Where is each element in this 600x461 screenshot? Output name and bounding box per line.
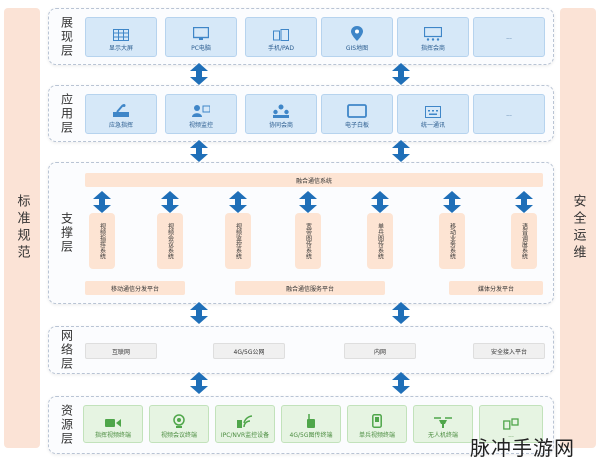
support-system-label: 视频指挥系统: [98, 223, 106, 259]
presentation-layer: 展现层 显示大屏 PC电脑 手机/PAD GIS地图 指挥会商 ...: [48, 8, 554, 65]
support-system: 宽带图传系统: [295, 213, 321, 269]
device-icon: [503, 418, 519, 430]
res-video-conf: 视频会议终端: [149, 405, 209, 443]
support-system-label: 宽带图传系统: [304, 223, 312, 259]
team-icon: [273, 104, 289, 118]
platform-mobile: 移动通信分发平台: [85, 281, 185, 295]
card-display-wall: 显示大屏: [85, 17, 157, 57]
card-collab: 协同会商: [245, 94, 317, 134]
map-pin-icon: [351, 26, 363, 41]
bidirectional-arrow: [190, 140, 208, 162]
card-emergency-command: 应急指挥: [85, 94, 157, 134]
support-system-label: 视频监控系统: [234, 223, 242, 259]
res-4g5g-terminal: 4G/5G图传终端: [281, 405, 341, 443]
application-layer: 应用层 应急指挥 视频监控 协同会商 电子白板 统一通讯 ...: [48, 85, 554, 142]
support-layer: 支撑层 融合通信系统 视频指挥系统 视频会议系统 视频监控系统 宽带图传系统 单兵图传系…: [48, 162, 554, 304]
mobile-tablet-icon: [273, 29, 289, 41]
double-arrow-icon: [93, 191, 111, 213]
resource-layer: 资源层 指挥视频终端 视频会议终端 IPC/NVR监控设备 4G/5G图传终端 …: [48, 396, 554, 454]
security-ops-label: 安全运维: [570, 194, 586, 262]
standards-label: 标准规范: [14, 194, 30, 262]
support-system: 移动业务系统: [439, 213, 465, 269]
monitor-icon: [193, 27, 209, 40]
watermark: 脉冲手游网: [470, 436, 575, 460]
double-arrow-icon: [229, 191, 247, 213]
surveillance-icon: [192, 105, 210, 117]
double-arrow-icon: [443, 191, 461, 213]
wireless-camera-icon: [237, 415, 253, 428]
card-unified-comm: 统一通讯: [397, 94, 469, 134]
bidirectional-arrow: [392, 372, 410, 394]
bidirectional-arrow: [190, 372, 208, 394]
res-ipc-nvr: IPC/NVR监控设备: [215, 405, 275, 443]
security-ops-band: 安全运维: [560, 8, 596, 448]
support-system: 视频指挥系统: [89, 213, 115, 269]
support-system: 视频会议系统: [157, 213, 183, 269]
double-arrow-icon: [515, 191, 533, 213]
whiteboard-icon: [347, 104, 367, 118]
video-camera-icon: [105, 419, 121, 427]
standards-band: 标准规范: [4, 8, 40, 448]
layer-title: 展现层: [59, 15, 74, 58]
res-command-video: 指挥视频终端: [83, 405, 143, 443]
net-4g5g: 4G/5G公网: [213, 343, 285, 359]
layer-title: 资源层: [59, 404, 74, 446]
support-system-label: 移动业务系统: [448, 223, 456, 259]
res-more: ...: [479, 405, 543, 443]
bidirectional-arrow: [392, 63, 410, 85]
layer-title: 应用层: [59, 92, 74, 135]
platform-fusion: 融合通信服务平台: [235, 281, 385, 295]
display-grid-icon: [113, 29, 129, 41]
layer-title: 支撑层: [59, 212, 74, 254]
network-layer: 网络层 互联网 4G/5G公网 内网 安全接入平台: [48, 326, 554, 374]
bidirectional-arrow: [392, 302, 410, 324]
support-system-label: 语音调度系统: [520, 223, 528, 259]
card-more: ...: [473, 17, 545, 57]
card-whiteboard: 电子白板: [321, 94, 393, 134]
card-mobile: 手机/PAD: [245, 17, 317, 57]
res-drone: 无人机终端: [413, 405, 473, 443]
support-system-label: 视频会议系统: [166, 223, 174, 259]
card-video-surveillance: 视频监控: [165, 94, 237, 134]
bidirectional-arrow: [392, 140, 410, 162]
platform-media: 媒体分发平台: [449, 281, 543, 295]
keyboard-icon: [425, 106, 441, 118]
double-arrow-icon: [299, 191, 317, 213]
webcam-icon: [173, 414, 185, 428]
layer-title: 网络层: [59, 329, 74, 371]
radio-icon: [307, 414, 315, 428]
command-screen-icon: [424, 27, 442, 41]
net-intranet: 内网: [344, 343, 416, 359]
double-arrow-icon: [161, 191, 179, 213]
support-system: 视频监控系统: [225, 213, 251, 269]
card-more: ...: [473, 94, 545, 134]
command-icon: [113, 104, 129, 117]
fusion-comm-bar: 融合通信系统: [85, 173, 543, 187]
support-system-label: 单兵图传系统: [376, 223, 384, 259]
net-secure-access: 安全接入平台: [473, 343, 545, 359]
card-pc: PC电脑: [165, 17, 237, 57]
bidirectional-arrow: [190, 63, 208, 85]
support-system: 语音调度系统: [511, 213, 537, 269]
bidirectional-arrow: [190, 302, 208, 324]
card-command: 指挥会商: [397, 17, 469, 57]
net-internet: 互联网: [85, 343, 157, 359]
card-gis: GIS地图: [321, 17, 393, 57]
handheld-icon: [372, 414, 382, 428]
res-soldier-terminal: 单兵视频终端: [347, 405, 407, 443]
double-arrow-icon: [371, 191, 389, 213]
drone-icon: [434, 417, 452, 428]
support-system: 单兵图传系统: [367, 213, 393, 269]
